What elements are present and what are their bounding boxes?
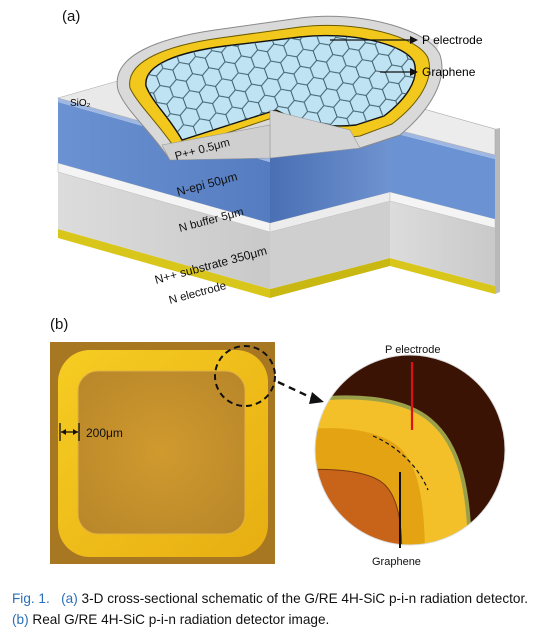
- scale-label: 200μm: [86, 426, 123, 440]
- n-electrode-layer: [58, 229, 270, 298]
- chip-photo: [50, 342, 275, 564]
- caption-fig-label: Fig. 1.: [12, 591, 50, 606]
- caption-part-a-marker: (a): [61, 591, 78, 606]
- substrate-layer: [58, 172, 270, 289]
- caption-part-b-text: Real G/RE 4H-SiC p-i-n radiation detecto…: [32, 612, 330, 627]
- scale-bar: [59, 423, 80, 441]
- device-schematic: P electrode Graphene SiO₂ P++ 0.5μm N-ep…: [56, 15, 500, 307]
- zoom-p-electrode-label: P electrode: [385, 344, 440, 356]
- micrograph-panel: 200μm P electrode Graphene: [50, 342, 506, 568]
- p-electrode-annotation: P electrode: [422, 33, 483, 47]
- figure-caption: Fig. 1. (a) 3-D cross-sectional schemati…: [12, 588, 536, 630]
- sio2-label: SiO₂: [70, 98, 91, 109]
- mesa-ring: [116, 15, 443, 161]
- zoom-arrow: [277, 380, 324, 404]
- p-electrode-arrow: [330, 36, 418, 44]
- graphene-annotation: Graphene: [422, 65, 476, 79]
- n-epi-layer: [58, 102, 270, 223]
- panel-a-label: (a): [62, 8, 81, 25]
- caption-part-a-text: 3-D cross-sectional schematic of the G/R…: [81, 591, 529, 606]
- zoom-region-marker: [214, 345, 276, 407]
- graphene-arrow: [380, 68, 418, 76]
- zoom-inset: [315, 355, 505, 545]
- caption-part-b-marker: (b): [12, 612, 29, 627]
- zoom-graphene-label: Graphene: [372, 556, 421, 568]
- zoom-inset-border: [314, 354, 506, 546]
- panel-b-label: (b): [50, 316, 69, 333]
